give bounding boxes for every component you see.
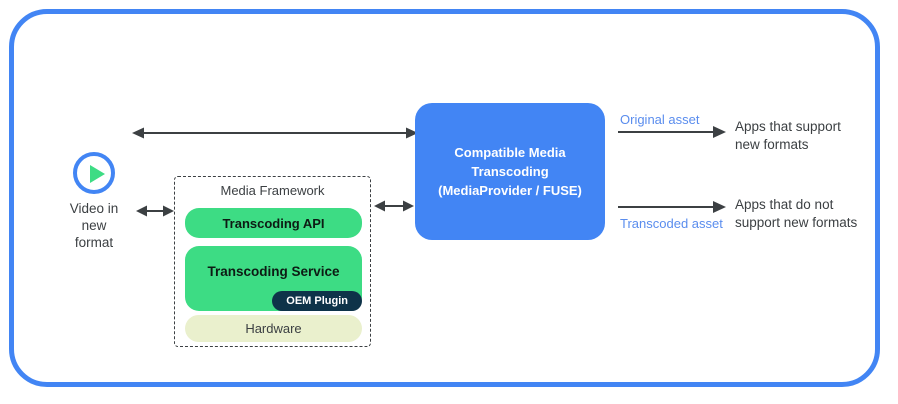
transcoding-service-box[interactable]: Transcoding Service OEM Plugin [185, 246, 362, 311]
connector-framework-to-cmt [374, 200, 414, 212]
oem-plugin-chip[interactable]: OEM Plugin [272, 291, 362, 311]
transcoding-api-box[interactable]: Transcoding API [185, 208, 362, 238]
hardware-box[interactable]: Hardware [185, 315, 362, 342]
transcoded-asset-label: Transcoded asset [620, 216, 723, 231]
original-asset-label: Original asset [620, 112, 700, 127]
media-framework-title: Media Framework [220, 183, 325, 198]
connector-video-to-cmt [132, 127, 418, 139]
connector-cmt-to-supporting-apps [618, 126, 726, 138]
transcoding-service-label: Transcoding Service [207, 264, 340, 279]
video-in-new-format-label: Video in new format [69, 201, 119, 250]
compatible-media-transcoding-box[interactable]: Compatible Media Transcoding (MediaProvi… [415, 103, 605, 240]
play-triangle-icon [90, 165, 105, 183]
connector-cmt-to-nonsupporting-apps [618, 201, 726, 213]
apps-no-support-new-formats-label: Apps that do not support new formats [735, 197, 858, 230]
apps-support-new-formats-label: Apps that support new formats [735, 119, 841, 152]
play-circle-icon [73, 152, 115, 194]
connector-video-to-framework [136, 205, 174, 217]
media-framework-container: Media Framework Transcoding API Transcod… [174, 176, 371, 347]
outer-frame-border [9, 9, 880, 387]
